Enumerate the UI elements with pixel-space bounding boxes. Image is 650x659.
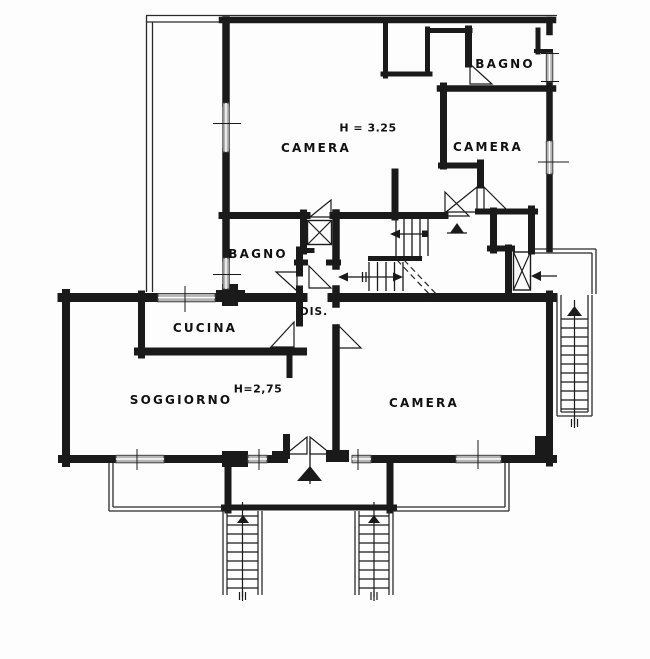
room-label-bagno-middle: BAGNO	[228, 247, 288, 261]
room-label-dis: DIS.	[299, 306, 329, 318]
entry-arrow-landing	[531, 271, 557, 281]
stair-end-ticks	[370, 591, 378, 601]
door-swing-camera-bottom	[337, 323, 363, 349]
windows	[115, 52, 569, 470]
external-staircase-bottom-right	[354, 502, 394, 601]
room-label-camera-right: CAMERA	[453, 140, 523, 154]
window	[351, 449, 372, 470]
stair-rails	[556, 295, 593, 417]
room-label-cucina: CUCINA	[172, 321, 238, 335]
door-swing-camera-right-a	[444, 185, 478, 213]
room-label-soggiorno: SOGGIORNO	[129, 393, 233, 407]
ceiling-height-upper: H = 3.25	[339, 121, 397, 135]
closet-box	[306, 219, 333, 246]
wall-piers	[216, 284, 553, 467]
window	[455, 440, 502, 469]
entry-door-landing	[512, 251, 532, 291]
pier-divider-foot	[326, 450, 349, 462]
stair-end-ticks	[570, 418, 579, 428]
interior-walls	[57, 16, 558, 514]
stair-treads-upper-flight	[395, 218, 429, 256]
balcony-bottom-right	[393, 463, 510, 512]
ceiling-height-lower: H=2,75	[233, 382, 283, 396]
pier-cross-horizontal	[216, 290, 245, 300]
door-swing-closet	[308, 198, 332, 218]
balcony-access-arrow	[297, 441, 322, 484]
balcony-bottom-left	[108, 463, 225, 512]
door-swing-camera-right-b	[483, 185, 510, 212]
pier-corner-step	[535, 436, 553, 459]
door-swing-balcony-right-leaf	[309, 435, 333, 455]
pier-balcony-door	[283, 434, 290, 459]
doors	[269, 62, 532, 455]
entry-arrow-upper	[447, 223, 467, 234]
window	[213, 102, 241, 153]
direction-arrows	[297, 223, 557, 484]
internal-staircase	[361, 218, 440, 298]
pier-balcony-door-foot	[272, 451, 290, 459]
door-swing-bagno-top	[469, 62, 494, 85]
room-label-camera-top: CAMERA	[281, 141, 351, 155]
door-swing-balcony-left-leaf	[284, 435, 308, 455]
door-swing-bagno-middle	[274, 271, 298, 293]
window	[538, 140, 569, 175]
window	[157, 286, 216, 312]
room-label-camera-bottom: CAMERA	[389, 396, 459, 410]
room-label-bagno-top: BAGNO	[475, 57, 535, 71]
external-landing-right	[535, 248, 597, 294]
stair-section-break	[396, 259, 440, 298]
window	[541, 52, 559, 83]
window	[247, 449, 268, 470]
external-staircase-right	[556, 295, 593, 428]
door-swing-cucina	[269, 320, 295, 348]
window	[213, 257, 241, 290]
entry-arrow-dis	[338, 272, 362, 282]
pier-bottom-wall	[222, 451, 248, 467]
stair-arrow-upper	[390, 229, 428, 239]
window	[115, 449, 165, 470]
stair-arrow-lower	[361, 272, 403, 282]
terrace-outline-top-left	[145, 14, 557, 292]
stair-end-ticks	[238, 591, 247, 601]
door-swing-dis-top	[308, 264, 333, 289]
external-staircase-bottom-left	[222, 502, 263, 601]
door-swing-apartment-entrance	[444, 190, 471, 217]
